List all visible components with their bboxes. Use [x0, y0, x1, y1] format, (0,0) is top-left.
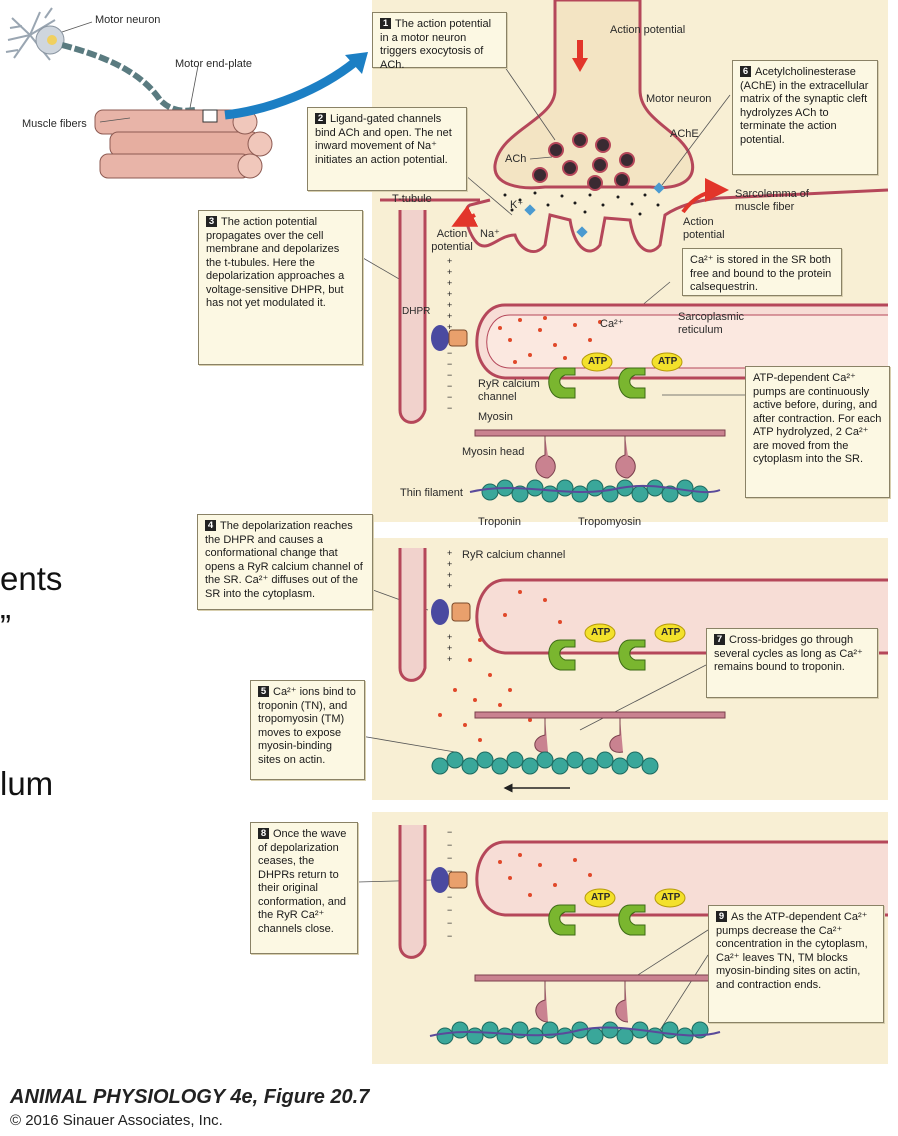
svg-text:−: −: [447, 892, 452, 902]
svg-text:−: −: [447, 840, 452, 850]
slide-text-line2: ”: [0, 608, 11, 645]
svg-text:−: −: [447, 348, 452, 358]
label-motor-neuron-top: Motor neuron: [95, 14, 161, 26]
dhpr-icon: [431, 325, 449, 351]
calcium-pump-icon: [548, 367, 646, 399]
svg-text:−: −: [447, 370, 452, 380]
svg-text:−: −: [447, 392, 452, 402]
svg-text:+: +: [447, 256, 452, 266]
callout-pumps: ATP-dependent Ca²⁺ pumps are continuousl…: [745, 366, 890, 498]
label-k-plus: K⁺: [510, 199, 524, 211]
label-tropomyosin: Tropomyosin: [578, 516, 642, 528]
label-dhpr: DHPR: [402, 306, 431, 317]
atp-label: ATP: [591, 627, 611, 638]
svg-text:−: −: [447, 905, 452, 915]
axon-terminal: [493, 0, 694, 191]
svg-text:+: +: [447, 570, 452, 580]
svg-text:−: −: [447, 381, 452, 391]
svg-text:+: +: [447, 311, 452, 321]
label-myosin-head: Myosin head: [462, 446, 525, 458]
svg-text:+: +: [447, 322, 452, 332]
svg-text:+: +: [447, 654, 452, 664]
label-sarcoplasmic-reticulum: Sarcoplasmic reticulum: [678, 311, 745, 336]
svg-text:−: −: [447, 827, 452, 837]
svg-text:+: +: [447, 548, 452, 558]
callout-sr-storage: Ca²⁺ is stored in the SR both free and b…: [682, 248, 842, 296]
atp-label: ATP: [591, 892, 611, 903]
label-ca2: Ca²⁺: [600, 318, 624, 330]
label-motor-neuron: Motor neuron: [646, 93, 712, 105]
svg-text:−: −: [447, 918, 452, 928]
label-t-tubule: T-tubule: [392, 193, 432, 205]
slide-text-line3: lum: [0, 765, 54, 802]
label-ryr-calcium-channel-2: RyR calcium channel: [462, 549, 566, 561]
atp-label: ATP: [661, 892, 681, 903]
sr-calcium: [498, 316, 602, 364]
svg-text:−: −: [447, 866, 452, 876]
slide-text-line1: ents: [0, 560, 63, 597]
label-action-potential-left: Action potential: [431, 228, 473, 253]
svg-text:+: +: [447, 267, 452, 277]
svg-text:−: −: [447, 853, 452, 863]
label-ryr-calcium-channel: RyR calcium channel: [478, 378, 540, 403]
svg-text:+: +: [447, 632, 452, 642]
label-troponin: Troponin: [478, 516, 522, 528]
actin-filament-icon: [469, 479, 721, 503]
label-action-potential-top: Action potential: [610, 24, 686, 36]
svg-text:+: +: [447, 300, 452, 310]
atp-badge-icon: [581, 352, 683, 372]
label-ache: AChE: [670, 128, 699, 140]
svg-text:+: +: [447, 559, 452, 569]
muscle-fiber-icon: [94, 109, 273, 179]
myosin-filament: [474, 429, 726, 479]
label-myosin: Myosin: [478, 411, 513, 423]
svg-text:+: +: [447, 643, 452, 653]
label-action-potential-right: Action potential: [683, 216, 725, 241]
label-na-plus: Na⁺: [480, 228, 500, 240]
copyright: © 2016 Sinauer Associates, Inc.: [10, 1112, 223, 1129]
svg-text:+: +: [447, 278, 452, 288]
svg-text:+: +: [447, 289, 452, 299]
svg-text:−: −: [447, 931, 452, 941]
atp-label: ATP: [658, 356, 678, 367]
svg-text:+: +: [447, 581, 452, 591]
svg-text:−: −: [447, 359, 452, 369]
label-sarcolemma: Sarcolemma of muscle fiber: [735, 188, 809, 213]
atp-label: ATP: [588, 356, 608, 367]
label-motor-end-plate: Motor end-plate: [175, 58, 253, 70]
figure-title: ANIMAL PHYSIOLOGY 4e, Figure 20.7: [10, 1086, 370, 1108]
atp-label: ATP: [661, 627, 681, 638]
label-thin-filament: Thin filament: [400, 487, 463, 499]
label-muscle-fibers: Muscle fibers: [22, 118, 87, 130]
zoom-arrow: [224, 58, 358, 120]
ryr-channel-icon: [448, 329, 468, 347]
label-ach: ACh: [505, 153, 527, 165]
svg-text:−: −: [447, 403, 452, 413]
